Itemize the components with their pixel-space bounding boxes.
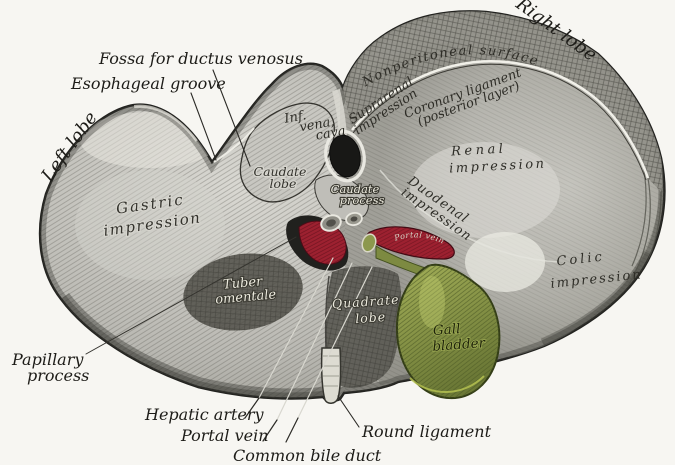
- bare-area-hatch: [343, 11, 663, 193]
- gall-bladder-rim-light: [409, 375, 485, 393]
- label-ivc-line2: vena,: [298, 114, 335, 135]
- label-gall-bladder: Gall bladder: [431, 320, 488, 355]
- portal-vein-hatch: [299, 221, 347, 265]
- label-papillary-process: Papillary process: [11, 350, 89, 385]
- leader-round-ligament: [337, 395, 360, 428]
- label-hepatic-artery: Hepatic artery: [144, 405, 265, 424]
- leader-portal-vein: [262, 419, 278, 442]
- gall-bladder-hatch: [397, 264, 500, 399]
- vessel-stump-1-lumen: [326, 219, 336, 227]
- label-tuber-line1: Tuber: [222, 274, 263, 292]
- label-tuber-line2: omentale: [215, 287, 277, 307]
- round-ligament-texture: [323, 355, 339, 387]
- coronary-ligament-line: [351, 60, 650, 179]
- label-esophageal-groove: Esophageal groove: [70, 74, 226, 93]
- coronary-ligament-shadow: [352, 63, 647, 181]
- label-caudate-lobe-line1: Caudate: [254, 164, 307, 179]
- vessel-stump-2-lumen: [350, 216, 358, 222]
- inferior-vena-cava-opening: [329, 134, 361, 178]
- label-tuber-omentale: Tuber omentale: [214, 273, 279, 309]
- label-ivc-line1: Inf.: [282, 108, 307, 127]
- leader-portal-vein-long: [276, 262, 353, 421]
- label-round-ligament: Round ligament: [361, 422, 492, 441]
- label-renal-impression: Renal impression: [449, 142, 547, 177]
- caudate-hatch: [240, 103, 335, 202]
- label-portal-vein: Portal vein: [180, 426, 269, 445]
- label-caudate-lobe: Caudate lobe: [252, 163, 307, 192]
- label-papillary-line1: Papillary: [11, 350, 84, 369]
- label-colic-line1: Colic: [556, 250, 606, 270]
- label-quadrate-lobe: Quadrate lobe: [330, 291, 401, 328]
- leader-common-bile-duct-long: [297, 266, 373, 419]
- label-gall-bladder-line1: Gall: [432, 321, 461, 339]
- label-caudate-lobe-line2: lobe: [270, 176, 297, 191]
- label-quadrate-line2: lobe: [355, 309, 387, 326]
- label-quadrate-line1: Quadrate: [331, 292, 399, 312]
- label-caudate-process-line2: process: [340, 193, 385, 207]
- label-caudate-process-line1: Caudate: [331, 182, 380, 196]
- vena-cava-rim: [324, 129, 366, 183]
- leader-fossa-ductus-venosus: [212, 69, 251, 167]
- label-fossa-ductus-venosus: Fossa for ductus venosus: [98, 49, 303, 68]
- label-renal-line1: Renal: [450, 142, 507, 160]
- caudate-process-shape: [314, 174, 369, 222]
- leader-hepatic-artery-long: [258, 257, 334, 399]
- leader-hepatic-artery: [244, 397, 260, 419]
- label-gall-bladder-line2: bladder: [432, 335, 487, 355]
- hepatic-vessel-hatch: [367, 226, 455, 259]
- leader-esophageal-groove: [190, 92, 217, 161]
- leader-common-bile-duct: [285, 417, 299, 443]
- label-ivc-line3: cava: [315, 124, 347, 144]
- leader-papillary-process: [85, 236, 297, 355]
- label-renal-line2: impression: [449, 156, 547, 176]
- label-common-bile-duct: Common bile duct: [233, 446, 382, 465]
- label-caudate-process: Caudate process: [330, 181, 386, 208]
- ligamentum-venosum-fissure: [213, 127, 255, 163]
- label-inf-vena-cava: Inf. vena, cava: [282, 108, 347, 144]
- label-papillary-line2: process: [27, 366, 89, 385]
- bile-duct-stump: [361, 233, 377, 253]
- round-ligament-shape: [320, 347, 342, 404]
- gall-bladder-highlight: [419, 276, 445, 328]
- leader-lines: [85, 69, 373, 443]
